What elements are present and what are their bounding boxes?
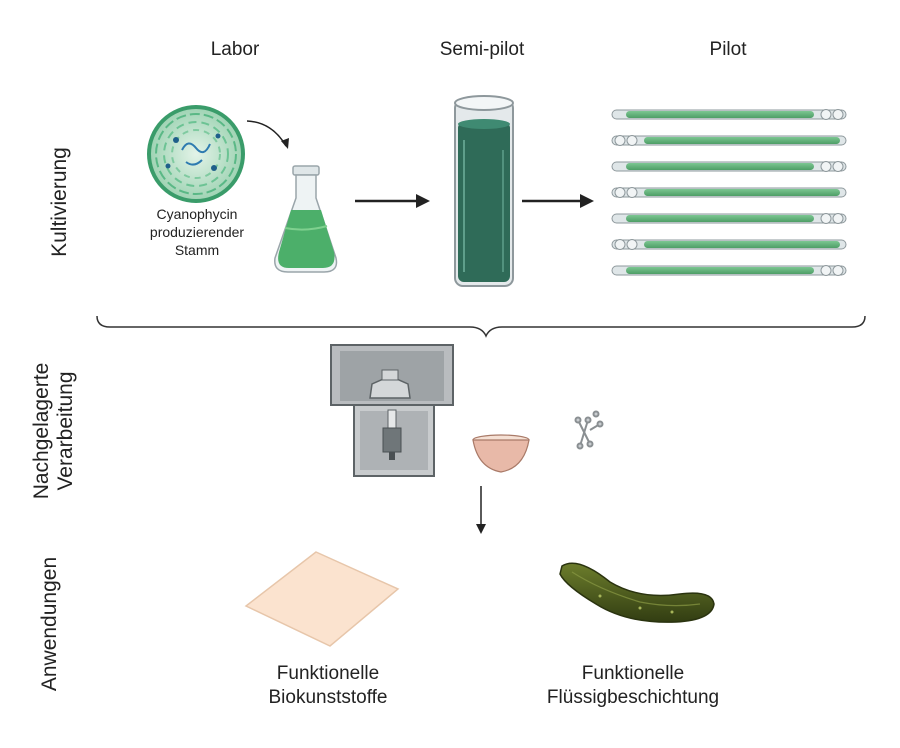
curved-arrow-icon [246,120,287,147]
coating-label-line2: Flüssigbeschichtung [546,687,720,708]
coating-label: Funktionelle Flüssigbeschichtung [503,662,763,710]
bowl-icon [472,434,530,473]
bioplastics-label-line1: Funktionelle [276,663,380,684]
bioplastics-label-line2: Biokunststoffe [268,687,388,708]
arrowhead-icon [416,194,430,208]
strain-label-line2: produzierender [149,224,245,240]
column-title-lab: Labor [210,39,260,60]
strain-label-line3: Stamm [174,242,220,258]
arrowhead-icon [281,138,289,149]
polymer-molecule-icon [574,410,604,450]
column-title-pilot: Pilot [709,39,747,60]
bioplastics-label: Funktionelle Biokunststoffe [198,662,458,710]
arrowhead-icon [580,194,594,208]
coating-label-line1: Funktionelle [581,663,685,684]
centrifuge-icon [330,344,454,477]
tubular-photobioreactor-icon [611,109,847,276]
erlenmeyer-flask-icon [274,165,338,273]
strain-label: Cyanophycin produzierender Stamm [122,205,272,259]
brace-icon [96,315,866,338]
bioplastic-film-icon [244,551,400,647]
cucumber-icon [559,562,715,623]
strain-label-line1: Cyanophycin [156,206,238,222]
column-title-semi-pilot: Semi-pilot [439,39,525,60]
arrowhead-icon [476,524,486,534]
column-photobioreactor-icon [454,95,514,287]
cyanobacteria-cell-icon [147,105,245,203]
